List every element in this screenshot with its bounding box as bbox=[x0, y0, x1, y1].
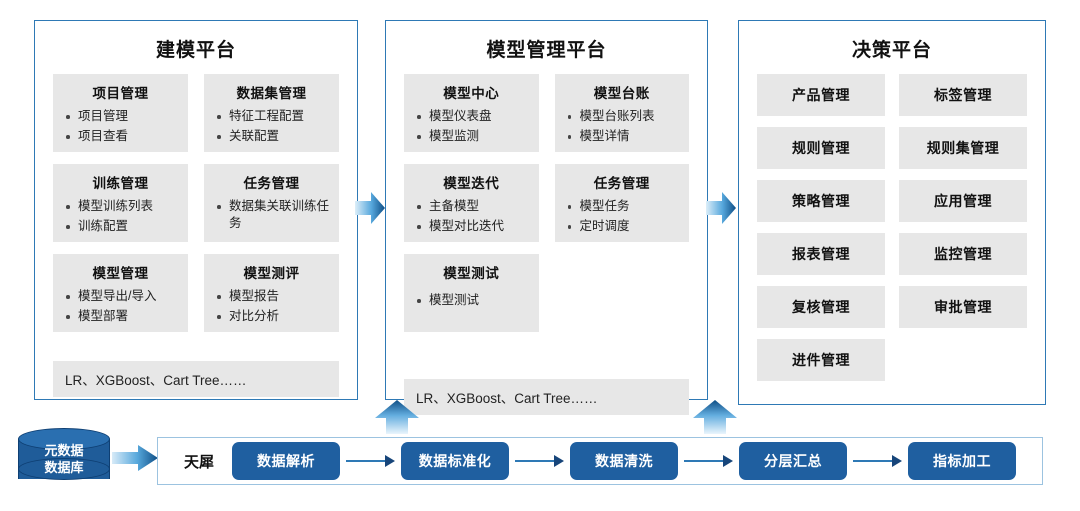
list-item[interactable]: 定时调度 bbox=[565, 218, 680, 235]
panel-title: 模型管理平台 bbox=[486, 40, 607, 61]
list-item[interactable]: 模型仪表盘 bbox=[414, 108, 529, 125]
panel-decision-platform: 决策平台 产品管理 标签管理 规则管理 规则集管理 策略管理 应用管理 报表管理… bbox=[738, 20, 1046, 405]
list-item[interactable]: 模型任务 bbox=[565, 198, 680, 215]
list-item[interactable]: 模型训练列表 bbox=[63, 198, 178, 215]
arrow-right-icon-panel1-to-panel2 bbox=[355, 190, 385, 226]
tile-approval-management[interactable]: 审批管理 bbox=[899, 286, 1027, 328]
card-title: 训练管理 bbox=[92, 176, 149, 191]
arrow-right-icon-panel2-to-panel3 bbox=[706, 190, 736, 226]
list-item[interactable]: 模型报告 bbox=[214, 288, 329, 305]
pipeline-step-metric-processing[interactable]: 指标加工 bbox=[908, 442, 1017, 480]
card-model-ledger[interactable]: 模型台账 模型台账列表 模型详情 bbox=[554, 74, 689, 152]
card-item-list: 模型仪表盘 模型监测 bbox=[414, 108, 529, 145]
algorithm-strip: LR、XGBoost、Cart Tree…… bbox=[404, 379, 689, 415]
cylinder-top bbox=[18, 428, 110, 450]
pipeline-step-data-standardization[interactable]: 数据标准化 bbox=[401, 442, 510, 480]
card-training-management[interactable]: 训练管理 模型训练列表 训练配置 bbox=[53, 164, 188, 242]
card-title: 模型测评 bbox=[243, 266, 300, 281]
tile-strategy-management[interactable]: 策略管理 bbox=[757, 180, 885, 222]
card-item-list: 主备模型 模型对比迭代 bbox=[414, 198, 529, 235]
tile-report-management[interactable]: 报表管理 bbox=[757, 233, 885, 275]
panel-card-grid: 项目管理 项目管理 项目查看 数据集管理 特征工程配置 关联配置 训练管理 模型… bbox=[35, 74, 357, 332]
tile-rule-management[interactable]: 规则管理 bbox=[757, 127, 885, 169]
pipeline-connector-arrow-icon bbox=[346, 455, 396, 467]
cylinder-bottom bbox=[18, 458, 110, 480]
list-item[interactable]: 模型监测 bbox=[414, 128, 529, 145]
data-pipeline-container: 天犀 数据解析 数据标准化 数据清洗 分层汇总 指标加工 bbox=[157, 437, 1043, 485]
card-item-list: 模型训练列表 训练配置 bbox=[63, 198, 178, 235]
card-title: 项目管理 bbox=[92, 86, 149, 101]
card-title: 任务管理 bbox=[593, 176, 650, 191]
card-title: 模型测试 bbox=[443, 266, 500, 281]
list-item[interactable]: 项目查看 bbox=[63, 128, 178, 145]
card-item-list: 数据集关联训练任务 bbox=[214, 198, 329, 232]
arrow-up-icon-to-panel-2 bbox=[375, 400, 419, 434]
metadata-database-cylinder[interactable]: 元数据 数据库 bbox=[18, 428, 110, 490]
card-model-testing[interactable]: 模型测试 模型测试 bbox=[404, 254, 539, 332]
algorithm-strip: LR、XGBoost、Cart Tree…… bbox=[53, 361, 339, 397]
card-item-list: 特征工程配置 关联配置 bbox=[214, 108, 329, 145]
cylinder-label-line1: 元数据 bbox=[44, 443, 84, 458]
pipeline-step-data-parsing[interactable]: 数据解析 bbox=[232, 442, 341, 480]
panel-card-grid: 模型中心 模型仪表盘 模型监测 模型台账 模型台账列表 模型详情 模型迭代 主备… bbox=[386, 74, 707, 332]
pipeline-step-layered-aggregation[interactable]: 分层汇总 bbox=[739, 442, 848, 480]
card-title: 任务管理 bbox=[243, 176, 300, 191]
card-item-list: 模型导出/导入 模型部署 bbox=[63, 288, 178, 325]
card-task-management[interactable]: 任务管理 模型任务 定时调度 bbox=[554, 164, 689, 242]
list-item[interactable]: 主备模型 bbox=[414, 198, 529, 215]
list-item[interactable]: 训练配置 bbox=[63, 218, 178, 235]
panel-modeling-platform: 建模平台 项目管理 项目管理 项目查看 数据集管理 特征工程配置 关联配置 训练… bbox=[34, 20, 358, 400]
card-task-management[interactable]: 任务管理 数据集关联训练任务 bbox=[204, 164, 339, 242]
cylinder-label: 元数据 数据库 bbox=[18, 442, 110, 476]
tile-label-management[interactable]: 标签管理 bbox=[899, 74, 1027, 116]
list-item[interactable]: 模型详情 bbox=[565, 128, 680, 145]
panel-title: 决策平台 bbox=[851, 40, 932, 61]
panel-tile-grid: 产品管理 标签管理 规则管理 规则集管理 策略管理 应用管理 报表管理 监控管理… bbox=[739, 74, 1045, 381]
panel-model-management-platform: 模型管理平台 模型中心 模型仪表盘 模型监测 模型台账 模型台账列表 模型详情 … bbox=[385, 20, 708, 415]
tile-monitoring-management[interactable]: 监控管理 bbox=[899, 233, 1027, 275]
arrow-up-icon-to-panel-3 bbox=[693, 400, 737, 434]
tile-review-management[interactable]: 复核管理 bbox=[757, 286, 885, 328]
pipeline-connector-arrow-icon bbox=[515, 455, 565, 467]
list-item[interactable]: 特征工程配置 bbox=[214, 108, 329, 125]
card-item-list: 模型台账列表 模型详情 bbox=[565, 108, 680, 145]
card-item-list: 项目管理 项目查看 bbox=[63, 108, 178, 145]
list-item[interactable]: 模型测试 bbox=[414, 292, 529, 309]
tile-ruleset-management[interactable]: 规则集管理 bbox=[899, 127, 1027, 169]
card-dataset-management[interactable]: 数据集管理 特征工程配置 关联配置 bbox=[204, 74, 339, 152]
list-item[interactable]: 模型导出/导入 bbox=[63, 288, 178, 305]
card-model-iteration[interactable]: 模型迭代 主备模型 模型对比迭代 bbox=[404, 164, 539, 242]
card-title: 模型迭代 bbox=[443, 176, 500, 191]
card-model-evaluation[interactable]: 模型测评 模型报告 对比分析 bbox=[204, 254, 339, 332]
list-item[interactable]: 对比分析 bbox=[214, 308, 329, 325]
list-item[interactable]: 数据集关联训练任务 bbox=[214, 198, 329, 232]
list-item[interactable]: 模型部署 bbox=[63, 308, 178, 325]
card-title: 数据集管理 bbox=[236, 86, 307, 101]
card-model-management[interactable]: 模型管理 模型导出/导入 模型部署 bbox=[53, 254, 188, 332]
list-item[interactable]: 关联配置 bbox=[214, 128, 329, 145]
pipeline-label: 天犀 bbox=[184, 453, 215, 471]
pipeline-step-data-cleaning[interactable]: 数据清洗 bbox=[570, 442, 679, 480]
card-project-management[interactable]: 项目管理 项目管理 项目查看 bbox=[53, 74, 188, 152]
tile-product-management[interactable]: 产品管理 bbox=[757, 74, 885, 116]
pipeline-connector-arrow-icon bbox=[853, 455, 903, 467]
arrow-right-icon-db-to-pipeline bbox=[112, 444, 158, 472]
list-item[interactable]: 模型对比迭代 bbox=[414, 218, 529, 235]
panel-title: 建模平台 bbox=[155, 40, 236, 61]
tile-intake-management[interactable]: 进件管理 bbox=[757, 339, 885, 381]
list-item[interactable]: 项目管理 bbox=[63, 108, 178, 125]
cylinder-label-line2: 数据库 bbox=[44, 460, 84, 475]
card-title: 模型台账 bbox=[593, 86, 650, 101]
card-title: 模型中心 bbox=[443, 86, 500, 101]
card-item-list: 模型测试 bbox=[414, 292, 529, 309]
card-model-center[interactable]: 模型中心 模型仪表盘 模型监测 bbox=[404, 74, 539, 152]
card-item-list: 模型任务 定时调度 bbox=[565, 198, 680, 235]
tile-application-management[interactable]: 应用管理 bbox=[899, 180, 1027, 222]
pipeline-connector-arrow-icon bbox=[684, 455, 734, 467]
list-item[interactable]: 模型台账列表 bbox=[565, 108, 680, 125]
card-title: 模型管理 bbox=[92, 266, 149, 281]
card-item-list: 模型报告 对比分析 bbox=[214, 288, 329, 325]
